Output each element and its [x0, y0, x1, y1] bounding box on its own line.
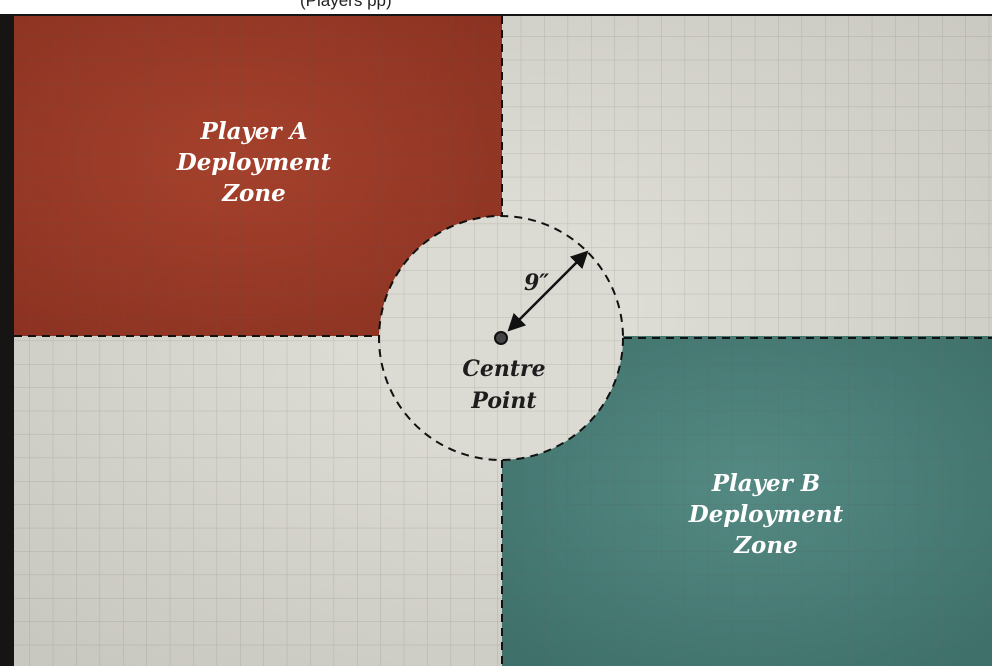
- deployment-map: 9″ Centre Point Player A Deployment Zone…: [14, 16, 992, 666]
- player-b-label-line2: Deployment: [688, 501, 844, 528]
- deployment-diagram: 9″ Centre Point Player A Deployment Zone…: [14, 16, 992, 666]
- player-a-label-line3: Zone: [221, 180, 286, 207]
- player-a-label-line1: Player A: [200, 118, 308, 145]
- centre-point-marker: [495, 332, 507, 344]
- player-b-label-line3: Zone: [733, 532, 798, 559]
- centre-label-line2: Point: [470, 388, 536, 414]
- caption-text: (Players pp): [300, 0, 392, 11]
- radius-label: 9″: [524, 270, 549, 296]
- player-b-label-line1: Player B: [711, 470, 821, 497]
- deployment-map-frame: 9″ Centre Point Player A Deployment Zone…: [0, 14, 992, 666]
- centre-label-line1: Centre: [462, 356, 545, 382]
- caption-strip: (Players pp): [0, 0, 992, 14]
- player-a-label-line2: Deployment: [176, 149, 332, 176]
